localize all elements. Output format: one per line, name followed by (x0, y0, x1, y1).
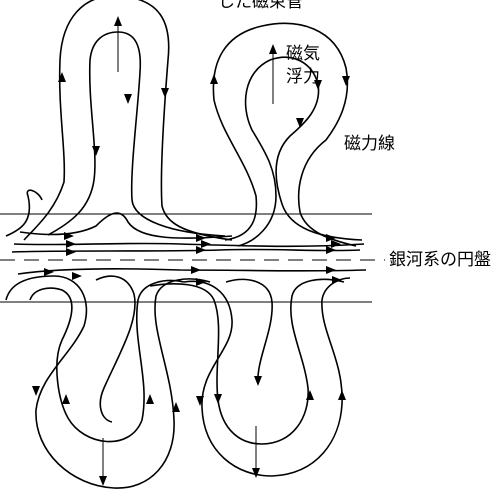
arrowhead (196, 246, 206, 254)
bottom-loop-left-inner (29, 279, 185, 443)
arrowhead (342, 76, 350, 86)
bottom-loop-mid (225, 278, 273, 385)
arrowhead (196, 234, 206, 242)
bottom-loop-left-outer (5, 275, 211, 489)
disk-field-line-upper (19, 212, 233, 239)
arrowhead (201, 240, 211, 248)
arrowhead (58, 72, 66, 82)
arrowhead (191, 266, 201, 274)
arrowhead (306, 390, 314, 400)
arrowhead (326, 234, 336, 242)
arrowhead (114, 16, 122, 26)
bottom-field-line-upper (17, 268, 367, 275)
buoyancy-label-line1: 磁気 (286, 44, 320, 64)
arrowhead (99, 476, 107, 486)
disk-field-line-lower (11, 248, 361, 253)
arrowhead (124, 94, 132, 104)
arrowhead (72, 272, 82, 280)
arrowhead (161, 88, 169, 98)
arrowhead (252, 468, 260, 478)
top-loop-right-inner (237, 56, 363, 247)
arrowhead (338, 390, 346, 400)
top-small-arch (5, 189, 43, 237)
arrowhead (210, 74, 218, 84)
bottom-loop-right-inner (149, 278, 345, 445)
buoyancy-label-line2: 浮力 (286, 67, 320, 87)
top-loop-inner (47, 31, 226, 237)
arrowhead (296, 118, 304, 128)
arrowhead (269, 44, 277, 54)
arrowhead (146, 394, 154, 404)
arrowhead (314, 80, 322, 90)
disk-field-line-middle (13, 242, 365, 248)
arrowhead (326, 266, 336, 274)
arrowhead (196, 278, 206, 286)
top-loop-right-outer (212, 22, 357, 247)
arrowhead (92, 146, 100, 156)
field-lines-label: 磁力線 (344, 134, 395, 154)
arrowhead (254, 376, 262, 386)
arrowhead (64, 232, 74, 240)
top-loop-outer (23, 0, 233, 241)
arrowhead (326, 246, 336, 254)
top-caption: した磁束管 (218, 0, 303, 12)
arrowhead (66, 240, 76, 248)
arrowhead (331, 240, 341, 248)
arrowhead (44, 268, 54, 276)
arrowhead (66, 248, 76, 256)
bottom-loop-center (95, 275, 136, 423)
arrowhead (62, 394, 70, 404)
arrowhead (196, 396, 204, 406)
arrowheads (32, 16, 350, 486)
arrowhead (32, 386, 40, 396)
galactic-disk-label: 銀河系の円盤 (389, 250, 491, 270)
bottom-loop-right-outer (183, 277, 351, 477)
arrowhead (172, 402, 180, 412)
arrowhead (332, 276, 342, 284)
arrowhead (214, 394, 222, 404)
